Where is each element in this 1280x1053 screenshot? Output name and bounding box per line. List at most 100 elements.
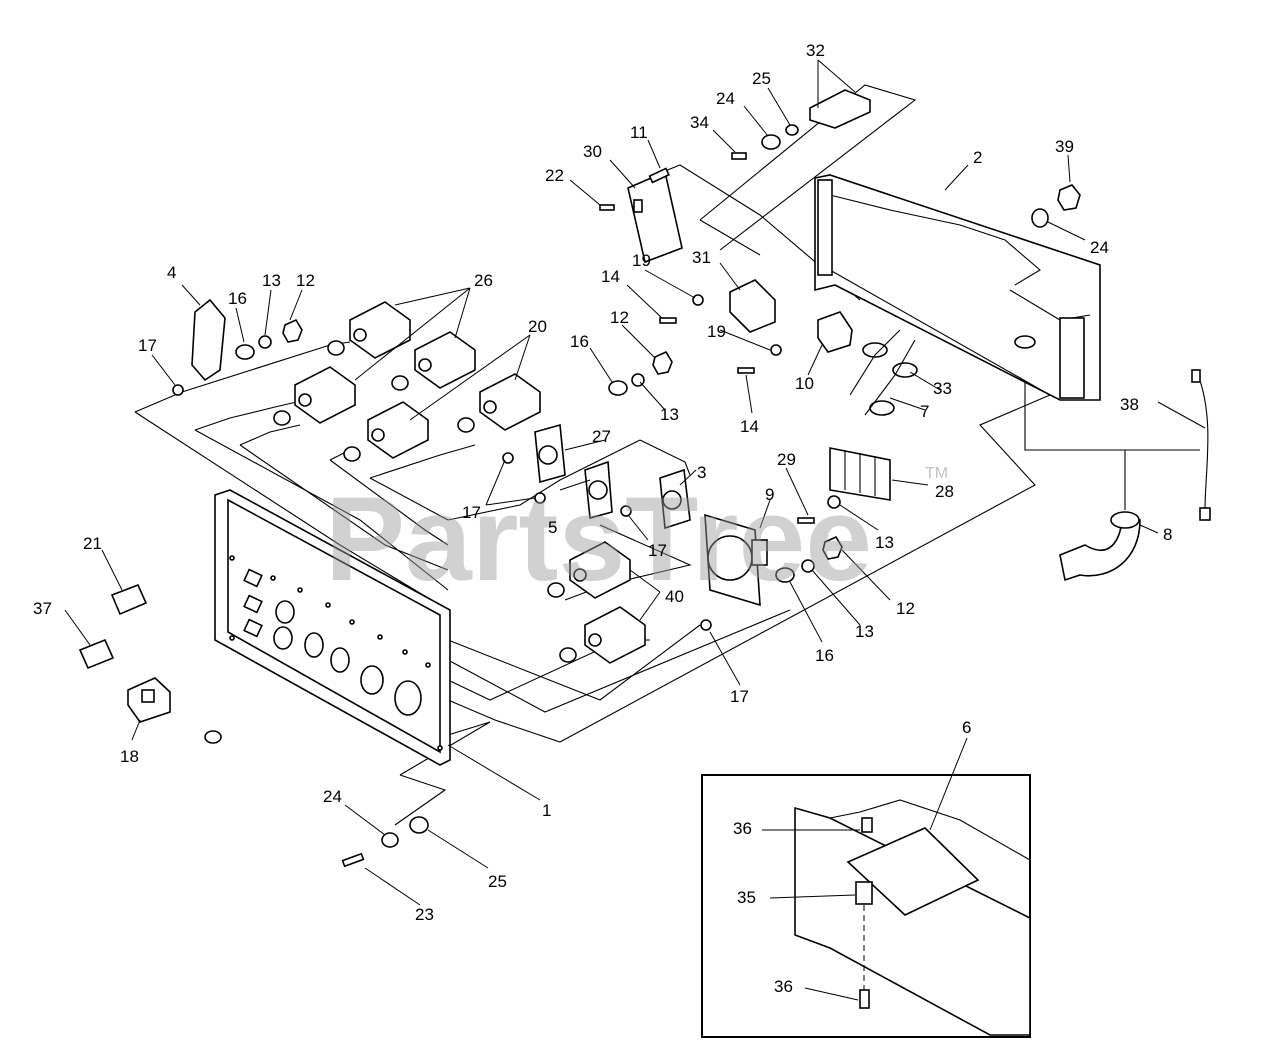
callout-26: 26 — [474, 271, 493, 290]
ring-25a — [785, 124, 799, 136]
washer-24c — [381, 832, 399, 848]
callout-10: 10 — [795, 374, 814, 393]
detail-inset — [701, 774, 1031, 1038]
washer-17d — [700, 619, 712, 631]
ring-13d — [801, 559, 815, 573]
callout-labels: 32 25 24 34 11 30 22 2 39 24 4 16 13 12 … — [33, 41, 1172, 996]
circuit-board-30 — [627, 170, 683, 264]
callout-3: 3 — [697, 463, 706, 482]
washer-24a — [761, 134, 781, 150]
thermal-5 — [584, 460, 613, 520]
relay-10 — [817, 311, 853, 353]
switch-18 — [127, 677, 171, 723]
elbow-8 — [1059, 519, 1141, 582]
switch-37 — [78, 638, 115, 670]
washer-16c — [775, 567, 795, 583]
ring-13a — [258, 335, 272, 349]
callout-12: 12 — [896, 599, 915, 618]
callout-27: 27 — [592, 427, 611, 446]
callout-17: 17 — [730, 687, 749, 706]
control-panel — [214, 489, 451, 766]
callout-17: 17 — [648, 541, 667, 560]
screw-22 — [599, 204, 615, 211]
washer-17a — [172, 384, 184, 396]
callout-24: 24 — [323, 787, 342, 806]
callout-35: 35 — [737, 888, 756, 907]
callout-23: 23 — [415, 905, 434, 924]
callout-34: 34 — [690, 113, 709, 132]
breaker-26c — [294, 366, 356, 424]
callout-16: 16 — [815, 646, 834, 665]
screw-23 — [341, 852, 365, 868]
callout-2: 2 — [973, 148, 982, 167]
screw-14b — [737, 367, 755, 374]
callout-12: 12 — [610, 308, 629, 327]
ring-13c — [827, 495, 841, 509]
callout-24: 24 — [1090, 238, 1109, 257]
callout-38: 38 — [1120, 395, 1139, 414]
assembly-lines — [134, 84, 1200, 826]
enclosure-box — [814, 174, 1101, 401]
callout-13: 13 — [875, 533, 894, 552]
callout-19: 19 — [707, 322, 726, 341]
callout-28: 28 — [935, 482, 954, 501]
washer-24b — [1031, 208, 1049, 228]
washer-16a — [235, 344, 255, 360]
callout-29: 29 — [777, 450, 796, 469]
cable-38 — [1197, 374, 1209, 511]
callout-25: 25 — [488, 872, 507, 891]
callout-6: 6 — [962, 718, 971, 737]
breaker-40b — [584, 606, 646, 664]
callout-1: 1 — [542, 801, 551, 820]
callout-16: 16 — [228, 289, 247, 308]
callout-20: 20 — [528, 317, 547, 336]
grommet-33b — [892, 362, 918, 378]
callout-5: 5 — [548, 518, 557, 537]
callout-12: 12 — [296, 271, 315, 290]
breaker-20a — [479, 373, 541, 431]
callout-36: 36 — [774, 977, 793, 996]
bracket-32 — [809, 89, 871, 129]
nut-panel — [204, 730, 222, 744]
callout-36: 36 — [733, 819, 752, 838]
callout-33: 33 — [933, 379, 952, 398]
washer-16b — [608, 380, 628, 396]
receptacle-9 — [704, 513, 768, 607]
callout-11: 11 — [630, 123, 648, 142]
callout-25: 25 — [752, 69, 771, 88]
callout-4: 4 — [167, 263, 176, 282]
thermal-3 — [659, 468, 691, 530]
receptacle-4 — [191, 298, 226, 382]
grommet-33a — [862, 342, 888, 358]
nut-12b — [652, 350, 673, 375]
callout-9: 9 — [765, 485, 774, 504]
callout-14: 14 — [740, 417, 759, 436]
ring-25b — [409, 816, 429, 834]
watermark: PartsTree TM — [325, 465, 948, 606]
callout-37: 37 — [33, 599, 52, 618]
callout-8: 8 — [1163, 525, 1172, 544]
leader-lines — [64, 59, 1206, 1001]
screw-34 — [731, 152, 747, 160]
nut-39 — [1057, 184, 1081, 211]
switch-21 — [110, 583, 148, 616]
screw-14a — [659, 317, 677, 324]
callout-16: 16 — [570, 332, 589, 351]
callout-13: 13 — [855, 622, 874, 641]
callout-31: 31 — [692, 248, 711, 267]
ring-19b — [770, 344, 782, 356]
breaker-40a — [569, 541, 631, 599]
callout-40: 40 — [665, 587, 684, 606]
callout-19: 19 — [632, 251, 651, 270]
callout-22: 22 — [545, 166, 564, 185]
callout-13: 13 — [262, 271, 281, 290]
nut-12c — [822, 535, 843, 560]
callout-17: 17 — [138, 336, 157, 355]
callout-32: 32 — [806, 41, 825, 60]
callout-14: 14 — [601, 267, 620, 286]
watermark-tm: TM — [925, 465, 948, 482]
switch-31 — [729, 279, 776, 333]
callout-13: 13 — [660, 405, 679, 424]
callout-21: 21 — [83, 534, 102, 553]
breaker-26b — [414, 331, 476, 389]
